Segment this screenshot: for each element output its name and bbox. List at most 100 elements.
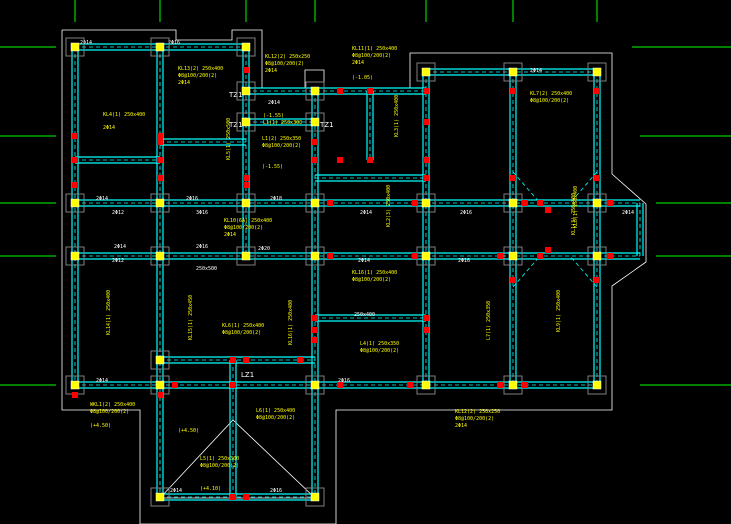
support-point xyxy=(72,157,78,163)
anno-kl5: KL5(1) 250x500 xyxy=(226,118,232,160)
support-point xyxy=(423,157,429,163)
anno-elev-6: (+4.10) xyxy=(200,486,221,492)
support-point xyxy=(510,88,516,94)
support-point xyxy=(423,327,429,333)
support-point xyxy=(607,253,613,259)
dim-13: 2Φ20 xyxy=(258,246,270,252)
anno-rebar-1: 2Φ14 xyxy=(178,80,190,86)
support-point xyxy=(312,337,318,343)
support-point xyxy=(337,88,343,94)
dimension-texts: 2Φ14 2Φ16 2Φ14 2Φ14 2Φ16 2Φ18 2Φ14 2Φ16 … xyxy=(80,40,634,494)
support-point xyxy=(72,182,78,188)
anno-elev-4: (+4.50) xyxy=(90,423,111,429)
anno-rebar-2: 2Φ14 xyxy=(265,68,277,74)
support-point xyxy=(243,494,249,500)
column-outline xyxy=(65,37,85,57)
anno-kl4: KL4(1) 250x400 xyxy=(103,112,145,118)
column xyxy=(155,251,165,261)
support-point xyxy=(157,139,163,145)
column-outline xyxy=(305,487,325,507)
support-point xyxy=(157,175,163,181)
dim-8: 2Φ16 xyxy=(460,210,472,216)
anno-elev-1: (-1.05) xyxy=(352,75,373,81)
support-point xyxy=(412,253,418,259)
anno-l6: L6(1) 250x400 xyxy=(256,408,295,414)
axis-lines xyxy=(0,0,731,386)
support-point xyxy=(607,200,613,206)
anno-stirrup-7: Φ8@100/200(2) xyxy=(222,330,261,336)
support-point xyxy=(230,382,236,388)
column-outline xyxy=(587,246,607,266)
column-edges xyxy=(65,37,607,507)
anno-stirrup-9: Φ8@100/200(2) xyxy=(530,98,569,104)
column xyxy=(421,67,431,77)
anno-kl8: KL8(1) 250x400 xyxy=(573,186,579,228)
anno-rebar-4: 2Φ14 xyxy=(103,125,115,131)
dim-23: 2Φ16 xyxy=(270,488,282,494)
anno-stirrup-8: Φ8@100/200(2) xyxy=(360,348,399,354)
column xyxy=(421,251,431,261)
column-outline xyxy=(65,193,85,213)
dim-12: 2Φ16 xyxy=(196,244,208,250)
anno-wkl1: WKL1(2) 250x400 xyxy=(90,402,135,408)
dim-9: 2Φ12 xyxy=(112,210,124,216)
column xyxy=(241,251,251,261)
anno-stirrup-5: Φ8@100/200(2) xyxy=(224,225,263,231)
support-point xyxy=(297,357,303,363)
column-outline xyxy=(305,112,325,132)
support-point xyxy=(243,175,249,181)
support-point xyxy=(230,357,236,363)
column xyxy=(592,251,602,261)
support-point xyxy=(545,207,551,213)
column xyxy=(70,198,80,208)
dim-20: 2Φ14 xyxy=(530,68,542,74)
anno-kl16: KL16(1) 250x400 xyxy=(288,300,294,345)
support-point xyxy=(367,157,373,163)
column xyxy=(310,117,320,127)
support-point xyxy=(497,382,503,388)
anno-l12: L1(2) 250x350 xyxy=(262,136,301,142)
anno-kl12-b: KL12(2) 250x250 xyxy=(455,409,500,415)
support-point xyxy=(522,200,528,206)
support-point xyxy=(407,382,413,388)
dim-15: 250x500 xyxy=(196,266,217,272)
support-point xyxy=(157,157,163,163)
dim-2: 2Φ16 xyxy=(168,40,180,46)
anno-kl1: KL1(3) 250x400 xyxy=(571,193,577,235)
support-point xyxy=(72,133,78,139)
support-point xyxy=(72,392,78,398)
column xyxy=(508,67,518,77)
dim-14: 2Φ12 xyxy=(112,258,124,264)
column xyxy=(421,380,431,390)
column xyxy=(508,198,518,208)
tag-tz1-a: TZ1 xyxy=(228,91,243,99)
anno-kl14: KL14(1) 250x400 xyxy=(106,290,112,335)
beam-annotations: KL13(2) 250x400 Φ8@100/200(2) 2Φ14 KL12(… xyxy=(90,46,579,492)
support-point xyxy=(510,175,516,181)
dim-19: 2Φ16 xyxy=(338,378,350,384)
anno-stirrup-13: Φ8@100/200(2) xyxy=(455,416,494,422)
column xyxy=(310,251,320,261)
column xyxy=(310,198,320,208)
support-point xyxy=(510,277,516,283)
column-outline xyxy=(587,375,607,395)
column-outline xyxy=(416,62,436,82)
column-outline xyxy=(305,246,325,266)
anno-kl7: KL7(2) 250x400 xyxy=(530,91,572,97)
support-point xyxy=(312,157,318,163)
dim-6: 2Φ18 xyxy=(270,196,282,202)
dim-24: 2Φ14 xyxy=(622,210,634,216)
support-points xyxy=(72,67,613,500)
support-point xyxy=(423,315,429,321)
column-outline xyxy=(236,193,256,213)
support-point xyxy=(367,88,373,94)
anno-rebar-5: 2Φ14 xyxy=(224,232,236,238)
support-point xyxy=(243,67,249,73)
dim-1: 2Φ14 xyxy=(80,40,92,46)
column-outline xyxy=(150,246,170,266)
dim-18: 2Φ14 xyxy=(96,378,108,384)
anno-stirrup-12: Φ8@100/200(2) xyxy=(200,463,239,469)
anno-kl11: KL11(1) 250x400 xyxy=(352,46,397,52)
anno-kl1-b: KL16(1) 250x400 xyxy=(352,270,397,276)
